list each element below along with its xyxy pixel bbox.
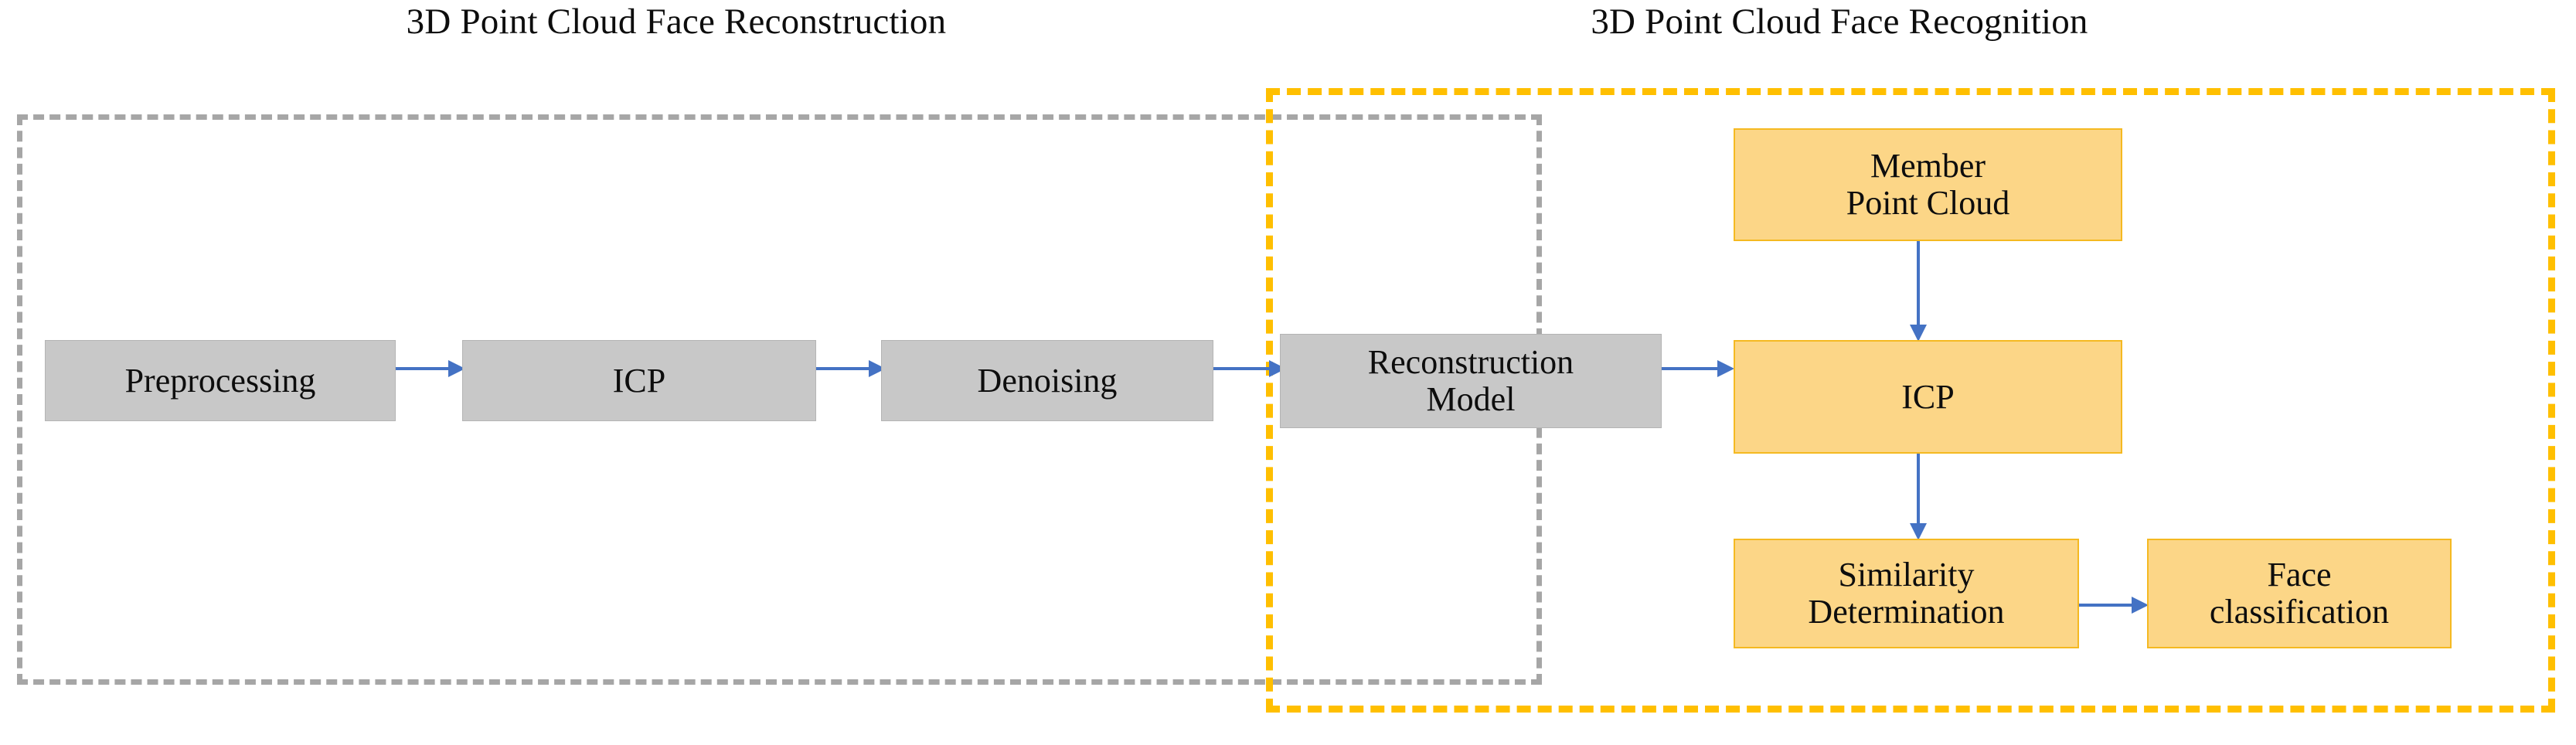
node-face-classification[interactable]: Face classification [2147, 539, 2452, 648]
node-member-point-cloud[interactable]: Member Point Cloud [1734, 128, 2122, 241]
section-title-recognition: 3D Point Cloud Face Recognition [1591, 2, 2088, 42]
node-icp-recognition[interactable]: ICP [1734, 340, 2122, 454]
node-denoising[interactable]: Denoising [881, 340, 1213, 421]
recognition-group-frame [1266, 88, 2555, 713]
node-reconstruction-model[interactable]: Reconstruction Model [1280, 334, 1662, 428]
node-icp-reconstruction[interactable]: ICP [462, 340, 816, 421]
node-preprocessing[interactable]: Preprocessing [45, 340, 396, 421]
section-title-reconstruction: 3D Point Cloud Face Reconstruction [406, 2, 947, 42]
node-similarity-determination[interactable]: Similarity Determination [1734, 539, 2079, 648]
